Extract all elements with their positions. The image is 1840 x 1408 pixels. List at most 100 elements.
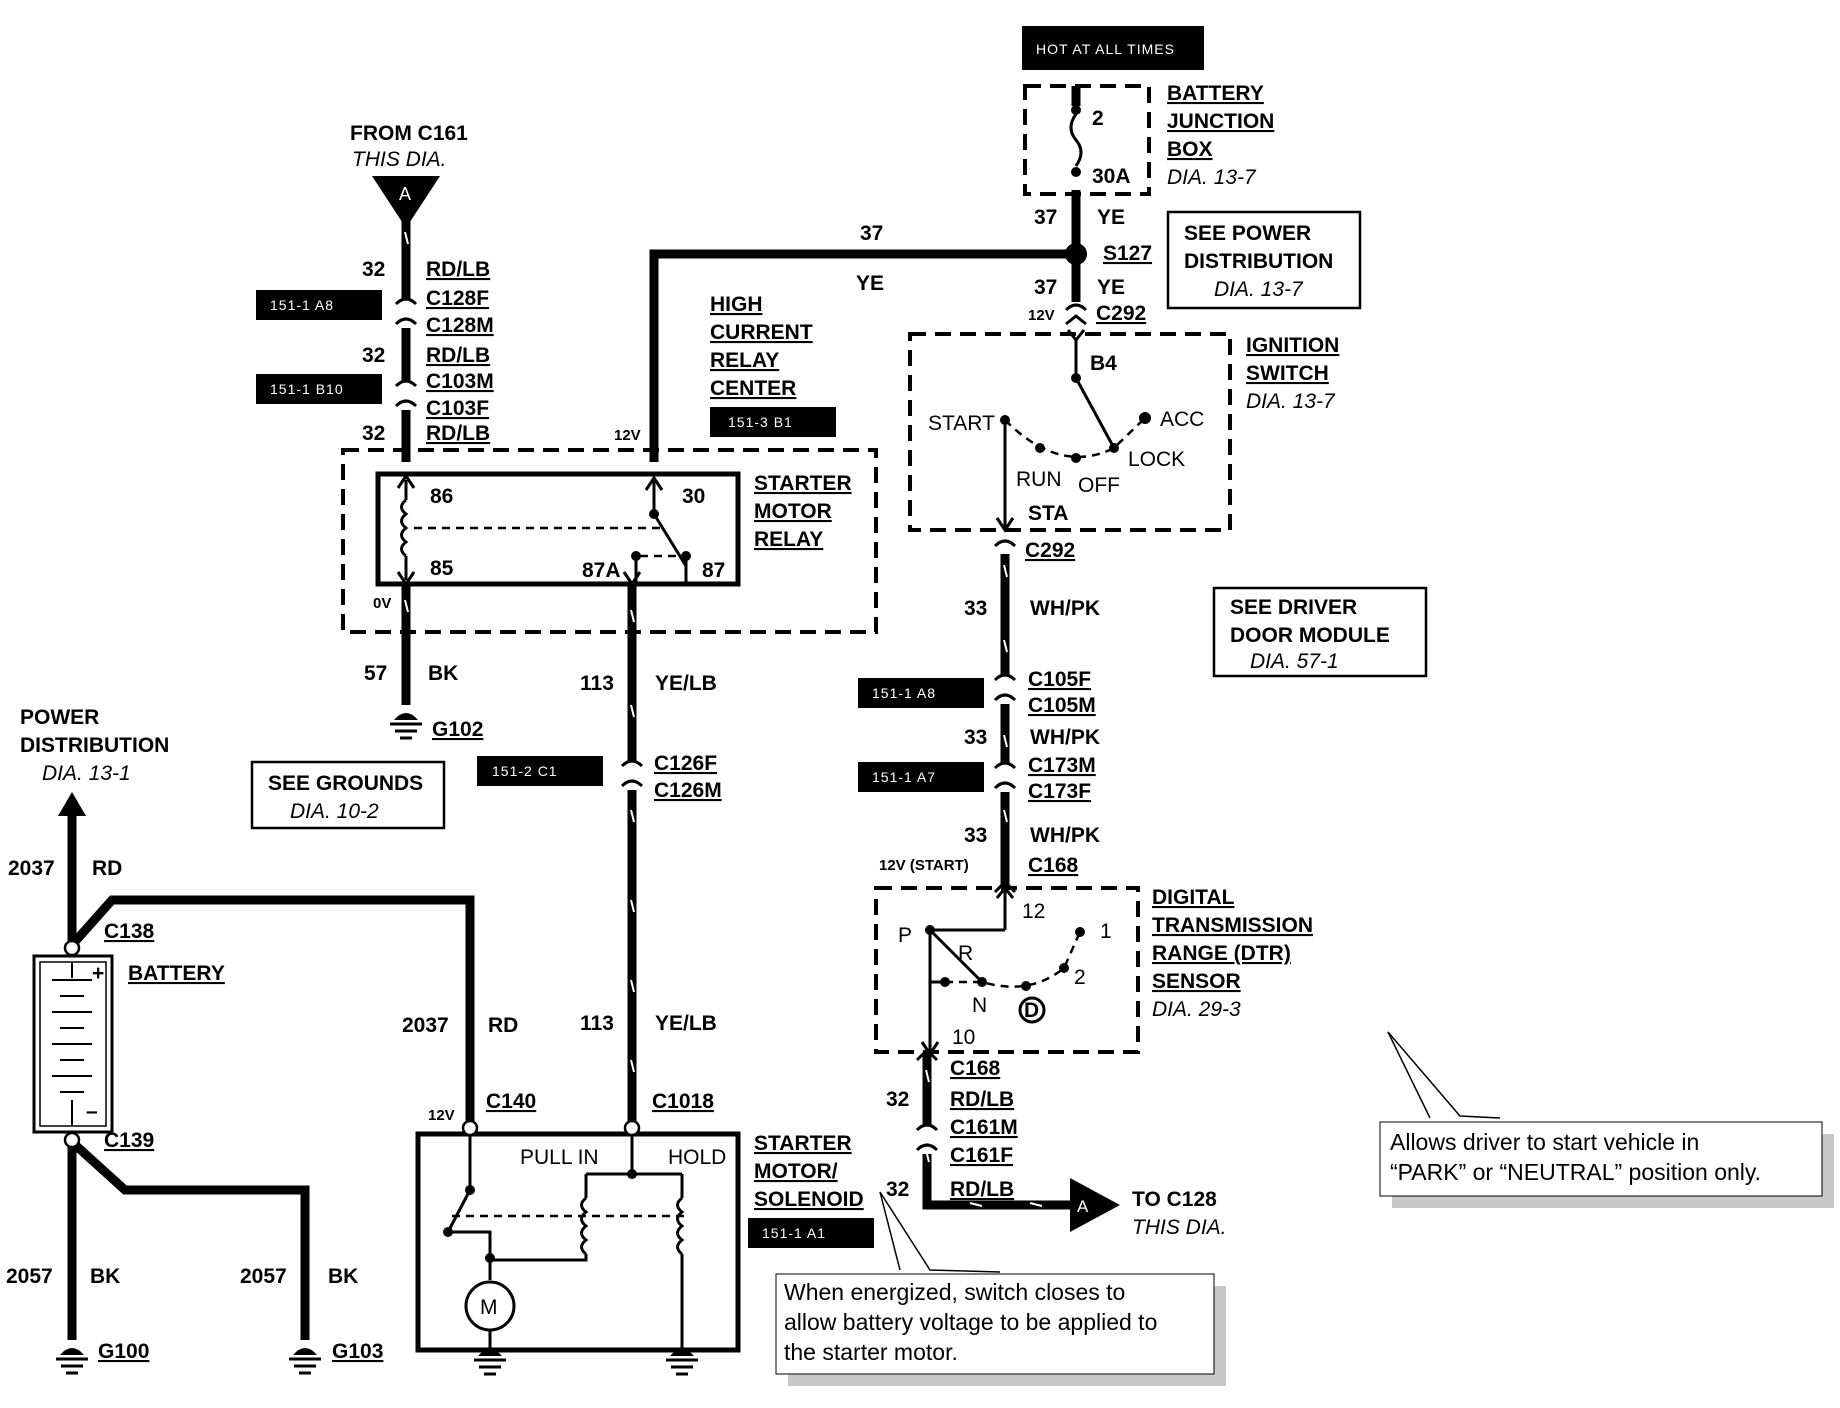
wire-num-32-c: 32 — [362, 422, 385, 445]
note-solenoid-line-3: the starter motor. — [784, 1339, 958, 1365]
tag-hcrc: 151-3 B1 — [710, 407, 836, 437]
wire-num-2057-b: 2057 — [240, 1265, 287, 1288]
relay-pin-87: 87 — [702, 559, 725, 582]
from-c161-title: FROM C161 — [350, 122, 468, 145]
see-power-distribution-title-1: SEE POWER — [1184, 222, 1311, 245]
relay-title-3: RELAY — [754, 528, 823, 551]
solenoid-switch-blade — [446, 1189, 472, 1233]
ignition-b4: B4 — [1090, 352, 1117, 375]
wire-color-whpk-a: WH/PK — [1030, 597, 1100, 620]
relay-pin-86: 86 — [430, 485, 453, 508]
wire-color-whpk-c: WH/PK — [1030, 824, 1100, 847]
ignition-pos-acc: ACC — [1160, 408, 1204, 431]
wire-color-ye-c: YE — [1097, 276, 1125, 299]
power-distribution-arrow — [58, 792, 86, 816]
wire-num-2037-b: 2037 — [402, 1014, 449, 1037]
power-distribution-ref: DIA. 13-1 — [42, 762, 131, 785]
power-distribution-title-2: DISTRIBUTION — [20, 734, 169, 757]
dtr-pos-d: D — [1024, 999, 1039, 1022]
dtr-title-4: SENSOR — [1152, 970, 1241, 993]
note-solenoid-line-2: allow battery voltage to be applied to — [784, 1309, 1157, 1335]
label-c103m: C103M — [426, 370, 494, 393]
svg-text:151-2 C1: 151-2 C1 — [492, 763, 558, 779]
label-c173m: C173M — [1028, 754, 1096, 777]
wire-hatch-marks — [404, 231, 1043, 1207]
dtr-pos-1: 1 — [1100, 920, 1112, 943]
wire-num-32-d: 32 — [886, 1088, 909, 1111]
ignition-sta-arrow — [995, 517, 1015, 533]
label-c161m: C161M — [950, 1116, 1018, 1139]
note-dtr-line-2: “PARK” or “NEUTRAL” position only. — [1390, 1159, 1761, 1185]
tag-c103: 151-1 B10 — [256, 374, 382, 404]
voltage-12v-solenoid: 12V — [428, 1107, 455, 1124]
dtr-contact-n — [977, 977, 987, 987]
connector-c292-top — [1064, 302, 1088, 326]
wire-color-whpk-b: WH/PK — [1030, 726, 1100, 749]
label-c128m: C128M — [426, 314, 494, 337]
wire-num-32-a: 32 — [362, 258, 385, 281]
wire-num-2057-a: 2057 — [6, 1265, 53, 1288]
label-c105m: C105M — [1028, 694, 1096, 717]
to-c128-arrow — [1070, 1178, 1120, 1232]
wire-num-33-b: 33 — [964, 726, 987, 749]
bjb-title-2: JUNCTION — [1167, 110, 1274, 133]
ignition-ref: DIA. 13-7 — [1246, 390, 1336, 413]
label-c173f: C173F — [1028, 780, 1091, 803]
wire-num-2037-a: 2037 — [8, 857, 55, 880]
tag-hot-at-all-times: HOT AT ALL TIMES — [1022, 26, 1204, 70]
tag-c128: 151-1 A8 — [256, 290, 382, 320]
wire-2037-rd — [68, 895, 475, 1125]
wire-color-rd-b: RD — [488, 1014, 518, 1037]
label-c168-top: C168 — [1028, 854, 1079, 877]
hcrc-title-2: CURRENT — [710, 321, 813, 344]
tag-c173: 151-1 A7 — [858, 762, 984, 792]
svg-text:151-1 A8: 151-1 A8 — [270, 297, 334, 313]
label-c126f: C126F — [654, 752, 717, 775]
splice-s127 — [1065, 243, 1087, 265]
hcrc-dashed-enclosure — [341, 448, 878, 634]
hcrc-title-4: CENTER — [710, 377, 796, 400]
fuse-terminal-top — [1071, 105, 1081, 115]
see-ddm-ref: DIA. 57-1 — [1250, 650, 1339, 673]
solenoid-title-1: STARTER — [754, 1132, 852, 1155]
connector-c292-bottom — [993, 538, 1017, 554]
relay-86-arrow — [396, 473, 416, 489]
label-c128f: C128F — [426, 287, 489, 310]
dtr-ref: DIA. 29-3 — [1152, 998, 1241, 1021]
from-c161-arrow — [372, 176, 440, 228]
wire-color-ye-a: YE — [856, 272, 884, 295]
relay-85-arrow — [396, 571, 416, 587]
dtr-drive-circle — [1018, 996, 1046, 1024]
starter-motor-letter: M — [480, 1296, 498, 1319]
voltage-0v-relay: 0V — [373, 595, 391, 612]
solenoid-terminal-c1018 — [623, 1119, 641, 1137]
wire-32-rdlb-lower — [922, 1054, 1070, 1210]
note-solenoid-line-1: When energized, switch closes to — [784, 1279, 1125, 1305]
connector-c126 — [620, 759, 644, 790]
see-grounds-box — [250, 760, 446, 830]
from-c161-letter: A — [399, 184, 411, 204]
wire-color-yelb-b: YE/LB — [655, 1012, 717, 1035]
dtr-pin10-arrow — [920, 1041, 940, 1057]
to-c128-letter: A — [1077, 1197, 1089, 1216]
svg-text:151-1 B10: 151-1 B10 — [270, 381, 344, 397]
label-c168-bottom: C168 — [950, 1057, 1001, 1080]
dtr-contact-1 — [1075, 927, 1085, 937]
connector-c103 — [394, 379, 418, 410]
wire-num-113-a: 113 — [580, 672, 614, 695]
see-ddm-title-1: SEE DRIVER — [1230, 596, 1357, 619]
wire-num-113-b: 113 — [580, 1012, 614, 1035]
wire-num-57: 57 — [364, 662, 387, 685]
fuse-element — [1069, 113, 1083, 167]
solenoid-pull-in: PULL IN — [520, 1146, 599, 1169]
fuse-number: 2 — [1092, 107, 1104, 130]
tag-c105: 151-1 A8 — [858, 678, 984, 708]
relay-title-1: STARTER — [754, 472, 852, 495]
ground-g103-label: G103 — [332, 1340, 383, 1363]
dtr-pin-12: 12 — [1022, 900, 1045, 923]
battery-minus: – — [86, 1100, 98, 1123]
voltage-12v-ignition: 12V — [1028, 307, 1055, 324]
relay-pin-85: 85 — [430, 557, 454, 580]
relay-title-2: MOTOR — [754, 500, 832, 523]
dtr-contact-mid — [1021, 981, 1031, 991]
